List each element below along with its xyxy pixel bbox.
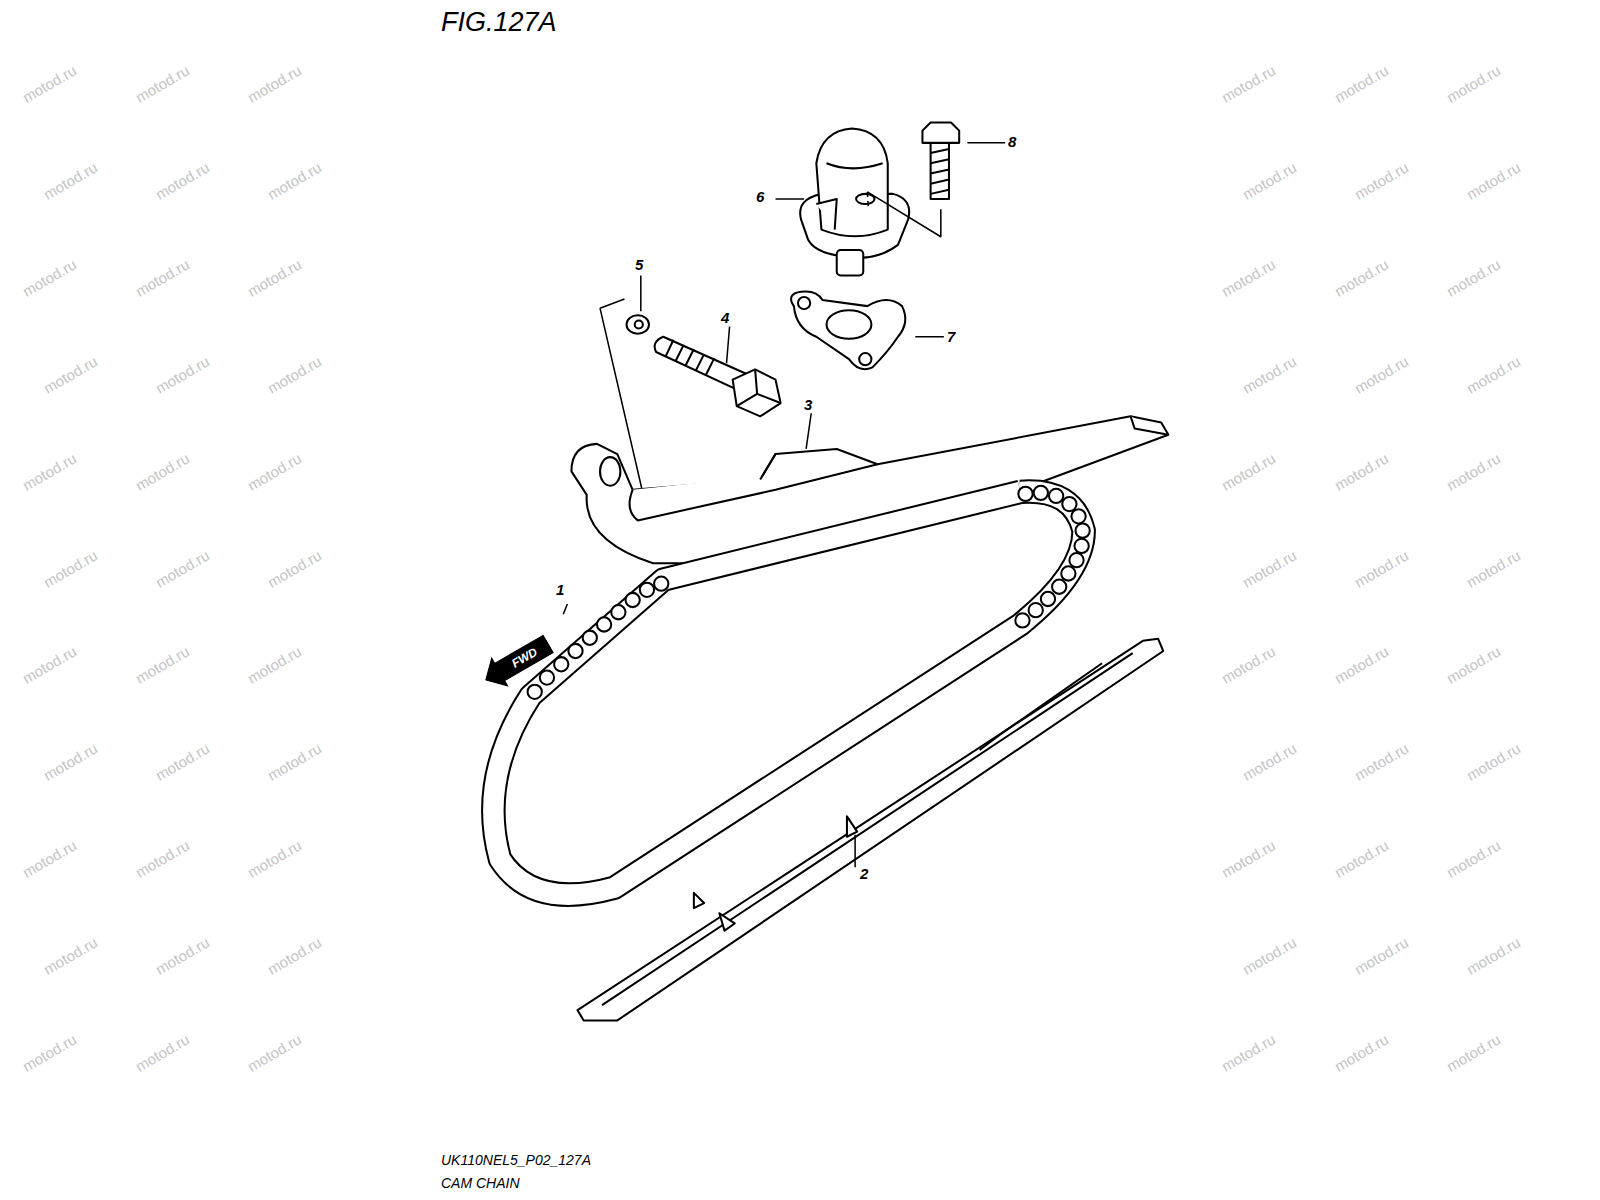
watermark: motod.ru [1444,256,1504,300]
watermark: motod.ru [133,450,193,494]
callout-number: 5 [635,257,643,274]
watermark: motod.ru [41,159,101,203]
watermark: motod.ru [1352,547,1412,591]
watermark: motod.ru [1332,837,1392,881]
leader-line [641,143,1005,449]
watermark: motod.ru [245,62,305,106]
watermark: motod.ru [1332,256,1392,300]
watermark: motod.ru [41,547,101,591]
watermark: motod.ru [1352,934,1412,978]
watermark: motod.ru [265,353,325,397]
watermark: motod.ru [20,62,80,106]
watermark: motod.ru [153,547,213,591]
watermark: motod.ru [1240,353,1300,397]
watermark: motod.ru [1219,837,1279,881]
watermark: motod.ru [1464,353,1524,397]
drawing-code: UK110NEL5_P02_127A [441,1153,591,1168]
watermark: motod.ru [245,643,305,687]
watermark: motod.ru [265,934,325,978]
watermark: motod.ru [20,837,80,881]
washer [627,315,649,333]
watermark: motod.ru [133,62,193,106]
watermark: motod.ru [133,1031,193,1075]
watermark: motod.ru [133,837,193,881]
callout-number: 4 [721,310,729,327]
watermark: motod.ru [245,450,305,494]
watermark: motod.ru [1332,643,1392,687]
watermark: motod.ru [1240,740,1300,784]
watermark: motod.ru [1332,62,1392,106]
watermark: motod.ru [1240,547,1300,591]
watermark: motod.ru [153,934,213,978]
cam-chain [493,486,1089,895]
bolt [655,337,781,417]
watermark: motod.ru [1464,547,1524,591]
callout-number: 3 [804,397,812,414]
watermark: motod.ru [1219,450,1279,494]
watermark: motod.ru [133,256,193,300]
callout-number: 7 [947,329,955,346]
leader-line [867,192,868,209]
watermark: motod.ru [20,256,80,300]
callout-number: 6 [756,189,764,206]
watermark: motod.ru [153,159,213,203]
watermark: motod.ru [1444,1031,1504,1075]
watermark: motod.ru [153,353,213,397]
watermark: motod.ru [1219,643,1279,687]
watermark: motod.ru [1444,837,1504,881]
callout-number: 8 [1008,134,1016,151]
gasket [791,291,905,369]
watermark: motod.ru [245,837,305,881]
watermark: motod.ru [41,934,101,978]
watermark: motod.ru [1464,740,1524,784]
watermark: motod.ru [20,450,80,494]
watermark: motod.ru [20,1031,80,1075]
watermark: motod.ru [20,643,80,687]
watermark: motod.ru [1240,159,1300,203]
watermark: motod.ru [265,740,325,784]
watermark: motod.ru [1352,740,1412,784]
watermark: motod.ru [1240,934,1300,978]
callout-number: 2 [860,866,868,883]
watermark: motod.ru [41,740,101,784]
watermark: motod.ru [133,643,193,687]
leader-line [854,835,856,868]
chain-guide [578,639,1164,1021]
watermark: motod.ru [41,353,101,397]
bolt [922,122,959,199]
watermark: motod.ru [265,547,325,591]
watermark: motod.ru [245,1031,305,1075]
watermark: motod.ru [1464,159,1524,203]
watermark: motod.ru [1219,62,1279,106]
watermark: motod.ru [245,256,305,300]
watermark: motod.ru [1219,1031,1279,1075]
watermark: motod.ru [1332,1031,1392,1075]
figure-caption: CAM CHAIN [441,1176,520,1191]
watermark: motod.ru [1352,353,1412,397]
watermark: motod.ru [1444,643,1504,687]
watermark: motod.ru [1332,450,1392,494]
watermark: motod.ru [1352,159,1412,203]
watermark: motod.ru [1444,450,1504,494]
leader-line [867,192,940,237]
leader-line [563,604,567,614]
watermark: motod.ru [1444,62,1504,106]
figure-title: FIG.127A [441,8,557,38]
watermark: motod.ru [1464,934,1524,978]
watermark: motod.ru [153,740,213,784]
callout-number: 1 [556,582,564,599]
watermark: motod.ru [265,159,325,203]
watermark: motod.ru [1219,256,1279,300]
chain-tensioner [800,129,909,276]
